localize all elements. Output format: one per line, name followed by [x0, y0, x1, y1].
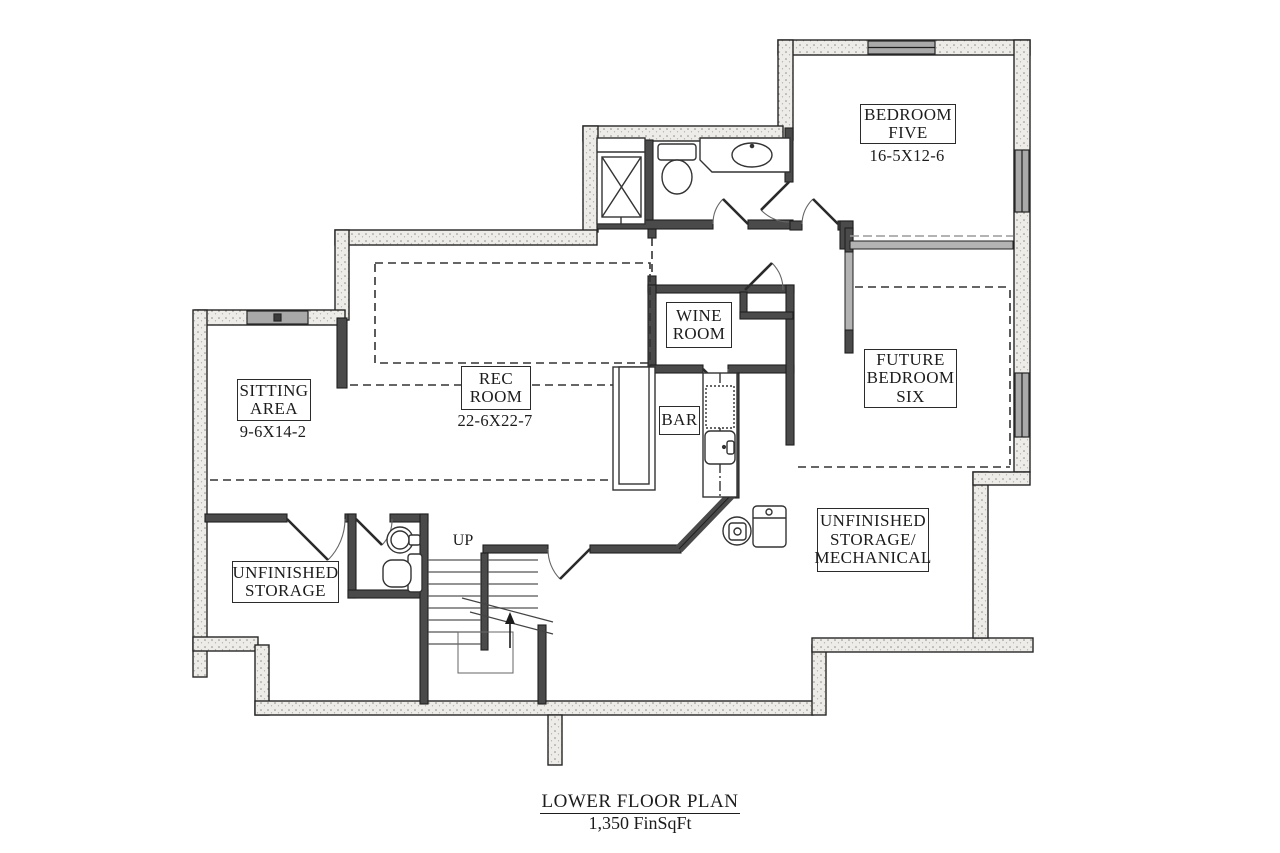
door-bedroom5 [812, 198, 839, 225]
label-unfinished-storage: UNFINISHED STORAGE [232, 561, 339, 603]
plan-title: LOWER FLOOR PLAN [539, 791, 741, 814]
door-hall [760, 181, 790, 211]
bar-sink [704, 430, 736, 465]
label-unfinished-storage-mechanical: UNFINISHED STORAGE/ MECHANICAL [814, 508, 931, 572]
label-up: UP [452, 532, 474, 549]
door-closet [744, 262, 773, 291]
framed-openings [844, 235, 1014, 331]
window-bedroom5-top [867, 40, 936, 55]
window-bedroom6-right [1014, 372, 1030, 438]
windows [246, 40, 1030, 438]
label-future-bedroom-six: FUTURE BEDROOM SIX [864, 349, 957, 408]
label-wine-room: WINE ROOM [666, 302, 732, 348]
toilet-upper [657, 143, 697, 195]
dims-bedroom-five: 16-5X12-6 [869, 146, 945, 165]
door-bath [722, 198, 749, 225]
label-bar: BAR [659, 406, 700, 435]
fixtures [382, 137, 791, 593]
powder-sink [386, 526, 421, 554]
label-bedroom-five: BEDROOM FIVE [860, 104, 956, 144]
label-sitting-area: SITTING AREA [237, 379, 311, 421]
door-storage [286, 518, 329, 561]
staircase [428, 559, 554, 674]
shower [596, 137, 646, 225]
dims-rec-room: 22-6X22-7 [457, 411, 533, 430]
door-lower-storage [559, 548, 591, 580]
powder-toilet [382, 553, 423, 593]
window-sitting-top [246, 310, 309, 325]
plan-area: 1,350 FinSqFt [588, 813, 692, 833]
label-rec-room: REC ROOM [461, 366, 531, 410]
window-bedroom5-right [1014, 149, 1030, 213]
water-heater [752, 505, 787, 548]
up-arrow [505, 612, 515, 648]
vanity-sink [699, 137, 791, 173]
dims-sitting-area: 9-6X14-2 [239, 422, 307, 441]
door-powder [355, 518, 383, 546]
rec-room-soffit [374, 262, 651, 364]
floor-drain [722, 516, 752, 546]
